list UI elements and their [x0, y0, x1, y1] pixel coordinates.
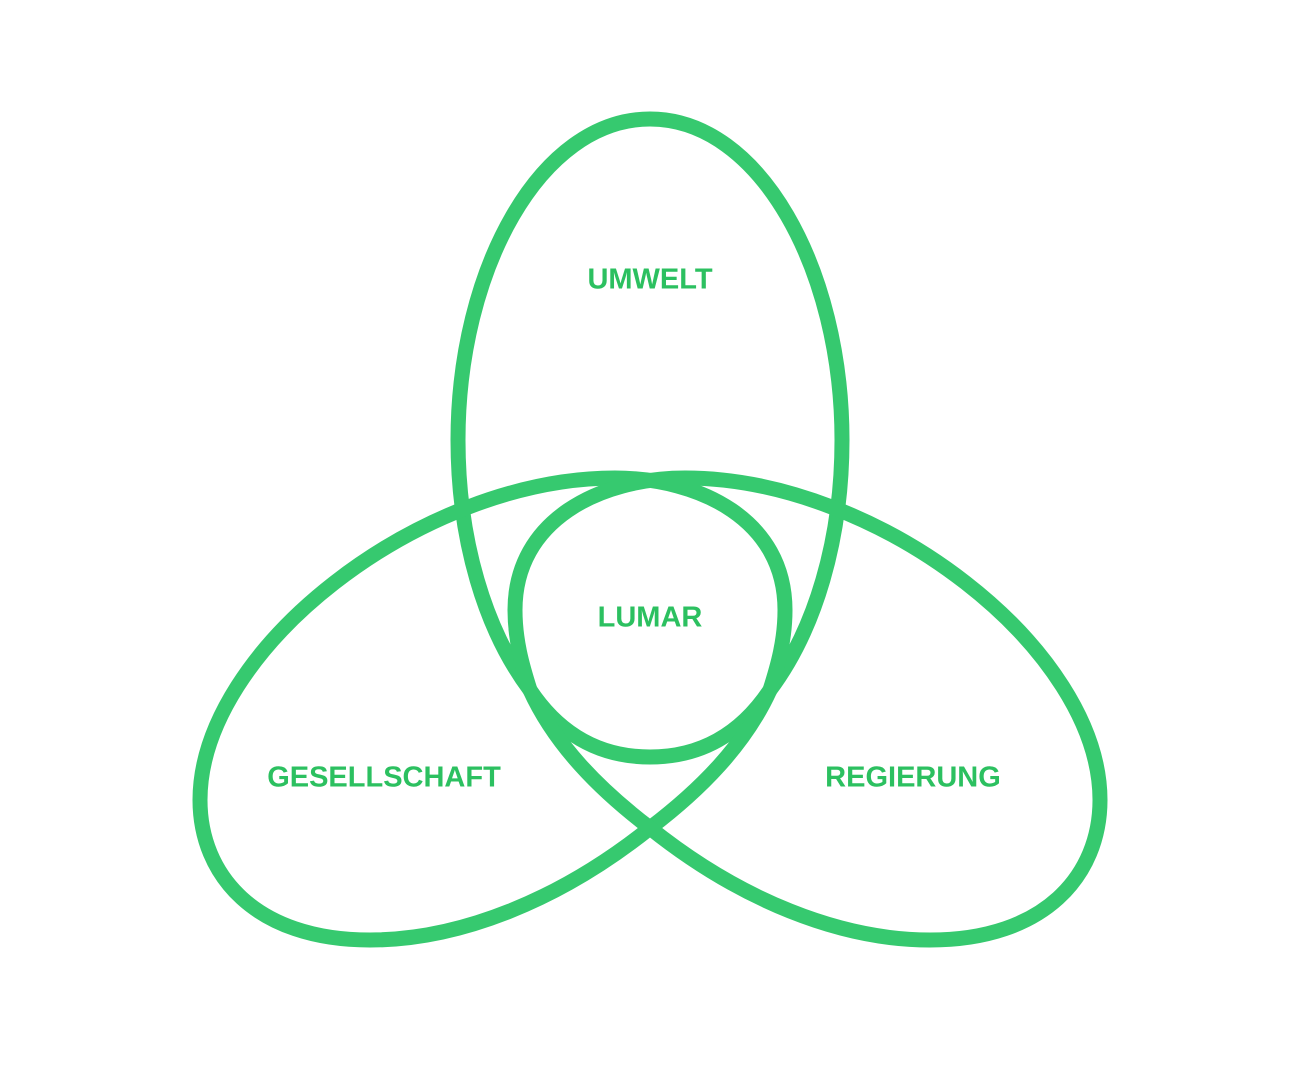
label-umwelt: UMWELT: [587, 264, 712, 296]
label-lumar: LUMAR: [598, 602, 703, 634]
lobe-umwelt: [450, 111, 850, 765]
label-gesellschaft: GESELLSCHAFT: [267, 762, 501, 794]
lobe-regierung: [507, 470, 1108, 948]
lobe-gesellschaft: [192, 470, 793, 948]
label-regierung: REGIERUNG: [825, 762, 1001, 794]
